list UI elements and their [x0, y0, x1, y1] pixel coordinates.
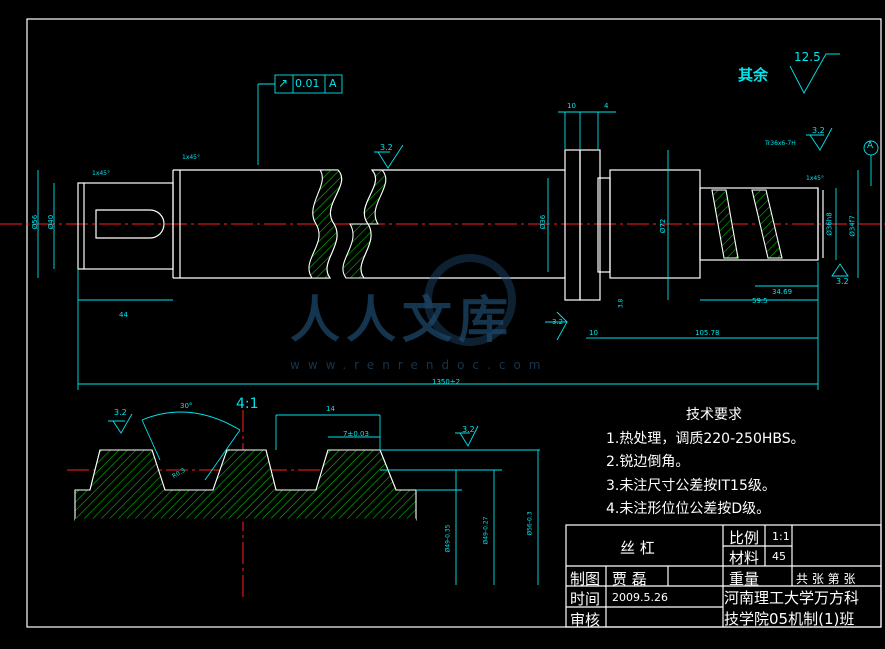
detail-scale: 4:1: [236, 396, 259, 412]
school-line-2: 技学院05机制(1)班: [724, 610, 855, 628]
shaft-main-view: [77, 149, 824, 301]
dim-d56: Ø56: [31, 214, 40, 230]
scale-value: 1:1: [772, 530, 790, 543]
scale-label: 比例: [729, 529, 760, 547]
requirement-item: 1.热处理，调质220-250HBS。: [606, 430, 805, 447]
requirement-item: 3.未注尺寸公差按IT15级。: [606, 477, 776, 494]
sheets-label: 共 张 第 张: [796, 572, 856, 586]
material-value: 45: [772, 550, 786, 563]
roughness-label: 3.2: [462, 425, 475, 434]
keyway: [95, 209, 165, 239]
dim-len44: 44: [119, 311, 128, 319]
surface-rest-label: 其余: [738, 66, 769, 84]
detail-d-out: Ø56-0.3: [526, 511, 534, 536]
school-line-1: 河南理工大学万方科: [724, 589, 860, 607]
datum-a-label: A: [867, 141, 874, 151]
tolerance-value: 0.01: [295, 77, 320, 90]
part-name: 丝 杠: [620, 539, 655, 557]
detail-d-mid: Ø49-0.27: [482, 516, 490, 545]
requirement-item: 2.锐边倒角。: [606, 454, 690, 470]
dim-d34f7: Ø34f7: [848, 215, 857, 237]
dim-len10a: 10: [567, 102, 576, 110]
thread-detail-view: [67, 410, 540, 600]
watermark-text: 人人文库: [290, 291, 514, 349]
date-value: 2009.5.26: [612, 591, 668, 604]
detail-radius: R0.3: [171, 467, 187, 480]
chamfer-label: 1x45°: [806, 175, 825, 182]
dim-d36: Ø36: [539, 214, 548, 230]
dim-len4: 4: [604, 102, 609, 110]
tech-requirements: 技术要求 1.热处理，调质220-250HBS。 2.锐边倒角。 3.未注尺寸公…: [606, 404, 805, 522]
roughness-label: 3.2: [836, 277, 849, 286]
roughness-label: 3.2: [812, 126, 825, 135]
tolerance-symbol: ↗: [278, 76, 289, 90]
surface-rest-value: 12.5: [794, 50, 821, 64]
watermark-url: www.renrendoc.com: [290, 358, 549, 372]
drawn-label: 制图: [570, 570, 601, 588]
dim-len59: 59.5: [752, 297, 768, 305]
title-block: [565, 524, 882, 628]
dim-d36h8: Ø36h8: [825, 212, 834, 236]
dim-len10b: 10: [589, 329, 598, 337]
dim-len3: 3.8: [617, 298, 625, 309]
dimension-lines: [37, 53, 879, 447]
roughness-label: 3.2: [552, 318, 564, 326]
dim-len34: 34.69: [772, 288, 793, 296]
chamfer-label: 1x45°: [92, 170, 111, 177]
tech-requirements-title: 技术要求: [686, 407, 742, 423]
roughness-label: 3.2: [114, 408, 127, 417]
drawn-name: 贾 磊: [612, 570, 647, 588]
dim-thread-note: Tr36x6-7H: [765, 140, 796, 147]
detail-pitch: 14: [326, 405, 335, 413]
drawing-border: [26, 18, 882, 628]
date-label: 时间: [570, 590, 601, 608]
weight-label: 重量: [729, 570, 760, 588]
detail-d-root: Ø49-0.35: [444, 524, 452, 553]
requirement-item: 4.未注形位位公差按D级。: [606, 501, 771, 517]
chamfer-label: 1x45°: [182, 154, 201, 161]
dim-total: 1350±2: [432, 378, 461, 386]
roughness-label: 3.2: [380, 143, 393, 152]
dim-len105: 105.78: [695, 329, 720, 337]
detail-width: 7±0.03: [343, 430, 369, 438]
detail-angle: 30°: [180, 402, 193, 410]
material-label: 材料: [729, 549, 760, 567]
check-label: 审核: [570, 611, 601, 629]
tolerance-datum: A: [329, 77, 337, 90]
dim-d40: Ø40: [47, 214, 56, 230]
dim-d72: Ø72: [659, 218, 668, 234]
watermark: [424, 254, 516, 346]
